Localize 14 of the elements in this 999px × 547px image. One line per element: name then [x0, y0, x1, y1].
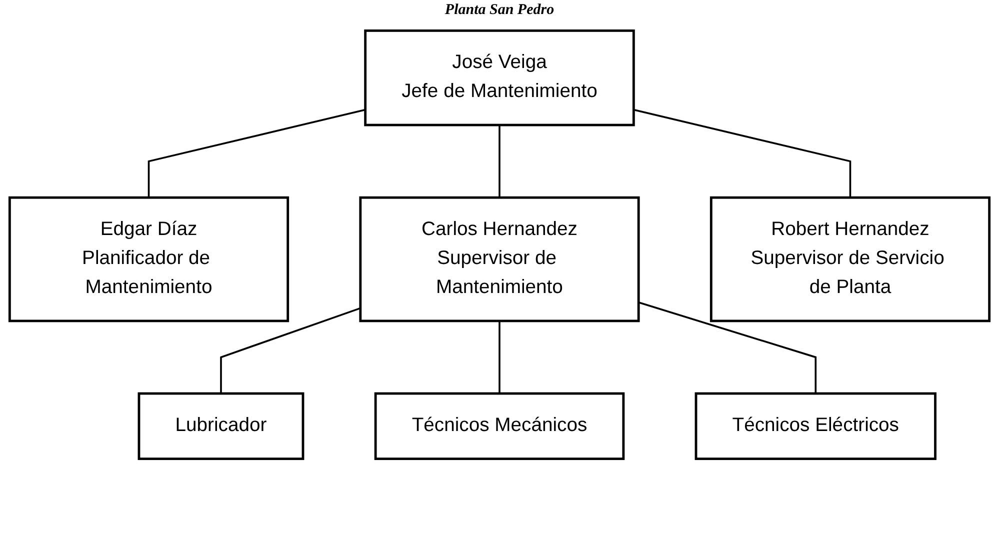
connector — [498, 320, 500, 394]
node-box: José Veiga Jefe de Mantenimiento — [364, 29, 635, 126]
node-box: Lubricador — [138, 392, 304, 460]
node-box: Edgar Díaz Planificador de Mantenimiento — [8, 196, 290, 322]
node-box: Técnicos Eléctricos — [694, 392, 936, 460]
connector — [633, 108, 852, 198]
connector — [638, 302, 817, 394]
node-box: Robert Hernandez Supervisor de Servicio de Planta — [710, 196, 991, 322]
node-box: Carlos Hernandez Supervisor de Mantenimiento — [359, 196, 640, 322]
chart-title: Planta San Pedro — [444, 2, 556, 19]
connector — [220, 307, 361, 394]
connector — [498, 125, 500, 198]
node-box: Técnicos Mecánicos — [374, 392, 625, 460]
connector — [148, 108, 366, 198]
